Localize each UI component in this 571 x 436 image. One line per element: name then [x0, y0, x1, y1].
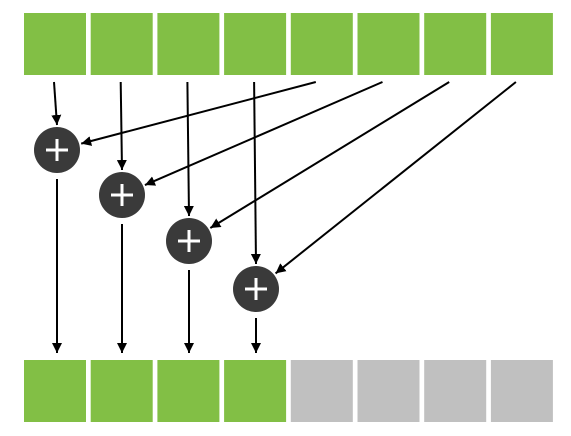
input-row — [24, 13, 553, 75]
plus-icon — [111, 184, 133, 206]
arrow-diagonal-3 — [274, 81, 517, 275]
plus-icon — [245, 278, 267, 300]
arrow-diagonal-0 — [80, 81, 317, 146]
input-cell-6 — [424, 13, 487, 75]
input-cell-3 — [224, 13, 287, 75]
output-cell-5 — [357, 360, 420, 422]
arrow-vertical-3 — [250, 81, 261, 265]
output-cell-6 — [424, 360, 487, 422]
arrow-vertical-0 — [51, 81, 62, 126]
adder-node-3 — [233, 266, 279, 312]
output-cell-7 — [490, 360, 553, 422]
adder-nodes — [34, 127, 279, 312]
adder-node-0 — [34, 127, 80, 173]
arrow-vertical-1 — [116, 81, 127, 171]
input-cell-7 — [490, 13, 553, 75]
output-cell-3 — [224, 360, 287, 422]
adder-node-2 — [166, 218, 212, 264]
output-cell-0 — [24, 360, 86, 422]
output-cell-2 — [157, 360, 220, 422]
input-cell-0 — [24, 13, 86, 75]
output-cell-1 — [90, 360, 153, 422]
arrow-vertical-2 — [183, 81, 194, 217]
input-cell-1 — [90, 13, 153, 75]
plus-icon — [178, 230, 200, 252]
plus-icon — [46, 139, 68, 161]
input-cell-4 — [290, 13, 353, 75]
adder-node-1 — [99, 172, 145, 218]
arrow-diagonal-2 — [209, 81, 450, 229]
output-row — [24, 360, 553, 422]
arrow-diagonal-1 — [144, 81, 383, 186]
output-cell-4 — [290, 360, 353, 422]
input-cell-5 — [357, 13, 420, 75]
input-cell-2 — [157, 13, 220, 75]
arrows — [51, 81, 517, 353]
